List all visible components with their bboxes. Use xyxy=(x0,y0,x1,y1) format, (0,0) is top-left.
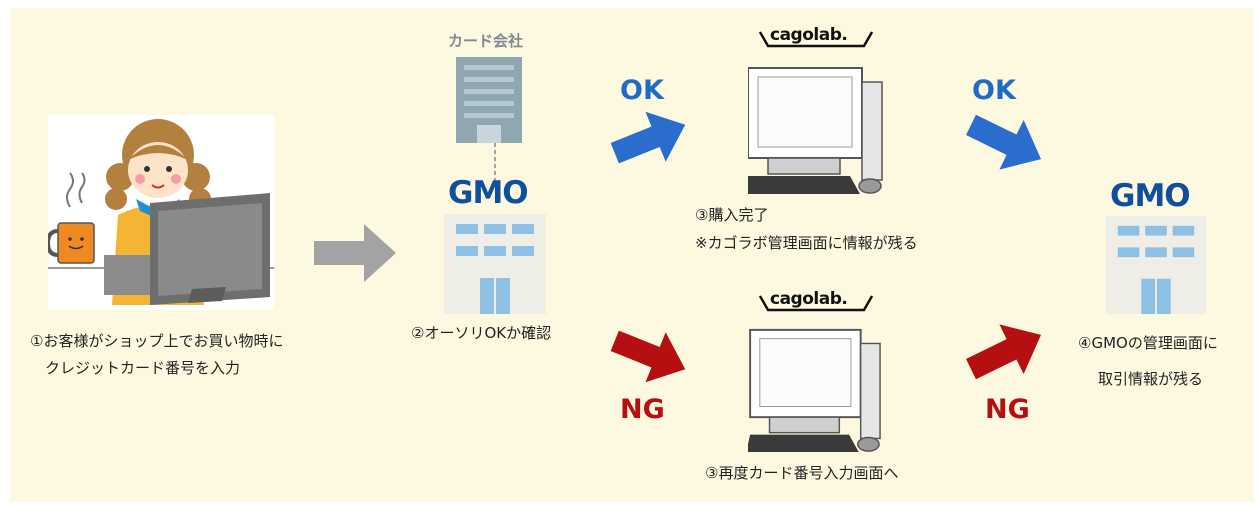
gmo-logo: GMO xyxy=(448,175,529,211)
step4-line1: ④GMOの管理画面に xyxy=(1078,334,1218,352)
cagolab-logo-top: cagolab. xyxy=(770,25,848,45)
ng-arrow-1-icon xyxy=(610,330,686,383)
computer-icon xyxy=(748,67,883,194)
step3-ok-line2: ※カゴラボ管理画面に情報が残る xyxy=(695,234,918,252)
step3-ok-line1: ③購入完了 xyxy=(695,206,769,224)
card-company-building-icon xyxy=(456,57,522,143)
computer-icon xyxy=(748,328,881,453)
customer-illustration xyxy=(48,115,274,310)
step4-line2: 取引情報が残る xyxy=(1098,370,1204,388)
dashed-connector xyxy=(494,143,496,181)
ok-arrow-1-icon xyxy=(610,111,686,164)
step1-line1: ①お客様がショップ上でお買い物時に xyxy=(30,332,284,350)
gmo-logo-right: GMO xyxy=(1110,178,1191,214)
cagolab-underline-top-icon xyxy=(758,31,874,48)
cagolab-logo-bottom: cagolab. xyxy=(770,289,848,309)
ok-label-2: OK xyxy=(972,75,1016,106)
cagolab-underline-bottom-icon xyxy=(758,295,874,312)
arrow-icon xyxy=(314,224,396,282)
ok-arrow-2-icon xyxy=(966,114,1042,170)
gmo-building-icon xyxy=(444,214,546,314)
ok-label-1: OK xyxy=(620,75,664,106)
gmo-building-icon xyxy=(1106,216,1206,314)
ng-label-1: NG xyxy=(620,394,665,425)
card-company-label: カード会社 xyxy=(448,32,524,50)
ng-arrow-2-icon xyxy=(966,324,1042,380)
step3-ng-label: ③再度カード番号入力画面へ xyxy=(705,464,899,482)
ng-label-2: NG xyxy=(985,394,1030,425)
step1-line2: クレジットカード番号を入力 xyxy=(45,359,241,377)
step2-label: ②オーソリOKか確認 xyxy=(411,324,552,342)
